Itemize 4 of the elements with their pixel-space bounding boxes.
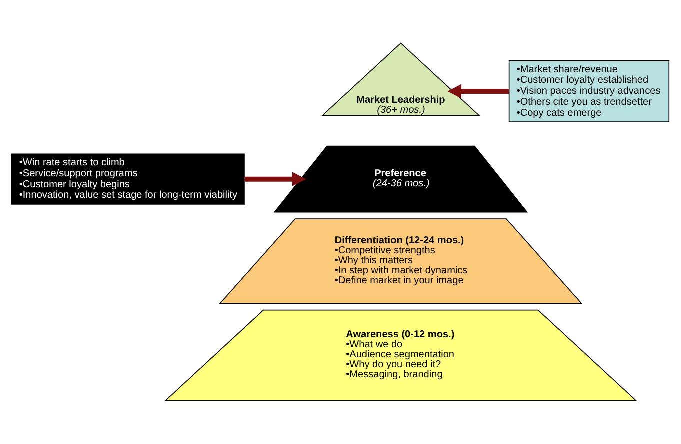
node-box: •Market share/revenue •Customer loyalty established •Vision paces industry advances •Others cite you as trendsetter •Copy cats emerge: [508, 60, 670, 122]
arrow: [448, 84, 510, 99]
arrow: [244, 172, 306, 187]
node-box: •Win rate starts to climb •Service/support programs •Customer loyalty begins •Innovation, value set stage for long-term viability: [11, 154, 245, 205]
